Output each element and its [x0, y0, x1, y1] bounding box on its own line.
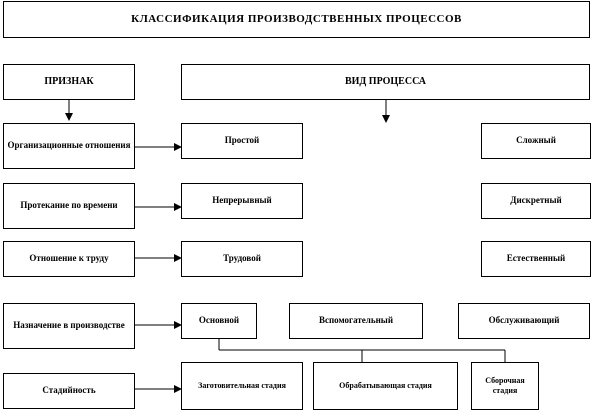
type-auxiliary: Вспомогательный: [289, 303, 423, 339]
attribute-label: Стадийность: [42, 385, 96, 396]
type-main: Основной: [181, 303, 257, 339]
diagram-title-text: КЛАССИФИКАЦИЯ ПРОИЗВОДСТВЕННЫХ ПРОЦЕССОВ: [131, 12, 462, 25]
type-servicing: Обслуживающий: [458, 303, 590, 339]
type-label: Трудовой: [223, 253, 261, 264]
diagram-title: КЛАССИФИКАЦИЯ ПРОИЗВОДСТВЕННЫХ ПРОЦЕССОВ: [3, 1, 590, 38]
type-label: Основной: [198, 315, 240, 326]
type-label: Заготовительная стадия: [198, 381, 286, 390]
header-attribute: ПРИЗНАК: [3, 64, 135, 100]
type-label: Непрерывный: [212, 195, 272, 206]
type-label: Естественный: [506, 253, 566, 264]
type-continuous: Непрерывный: [181, 183, 303, 219]
attribute-staging: Стадийность: [3, 373, 135, 409]
type-label: Вспомогательный: [319, 315, 393, 326]
type-label: Сборочная стадия: [485, 376, 525, 395]
attribute-labor-relation: Отношение к труду: [3, 241, 135, 277]
stage-procurement: Заготовительная стадия: [181, 362, 303, 410]
stage-processing: Обрабатывающая стадия: [313, 362, 458, 410]
type-natural: Естественный: [481, 241, 591, 277]
type-label: Сложный: [516, 135, 556, 146]
stage-assembly: Сборочная стадия: [471, 362, 539, 410]
type-simple: Простой: [181, 123, 303, 159]
type-label: Обрабатывающая стадия: [339, 381, 432, 390]
header-process-type: ВИД ПРОЦЕССА: [181, 64, 590, 100]
attribute-label: Протекание по времени: [20, 200, 118, 211]
attribute-time-flow: Протекание по времени: [3, 183, 135, 229]
type-label: Простой: [224, 135, 260, 146]
header-process-type-text: ВИД ПРОЦЕССА: [344, 75, 427, 87]
type-label: Обслуживающий: [488, 315, 560, 326]
attribute-organizational: Организационные отношения: [3, 123, 135, 169]
attribute-label: Организационные отношения: [7, 140, 131, 151]
attribute-label: Отношение к труду: [29, 253, 109, 264]
type-labor: Трудовой: [181, 241, 303, 277]
type-label: Дискретный: [510, 195, 562, 206]
type-complex: Сложный: [481, 123, 591, 159]
attribute-production-purpose: Назначение в производстве: [3, 303, 135, 349]
type-discrete: Дискретный: [481, 183, 591, 219]
attribute-label: Назначение в производстве: [13, 320, 125, 331]
header-attribute-text: ПРИЗНАК: [44, 75, 94, 87]
